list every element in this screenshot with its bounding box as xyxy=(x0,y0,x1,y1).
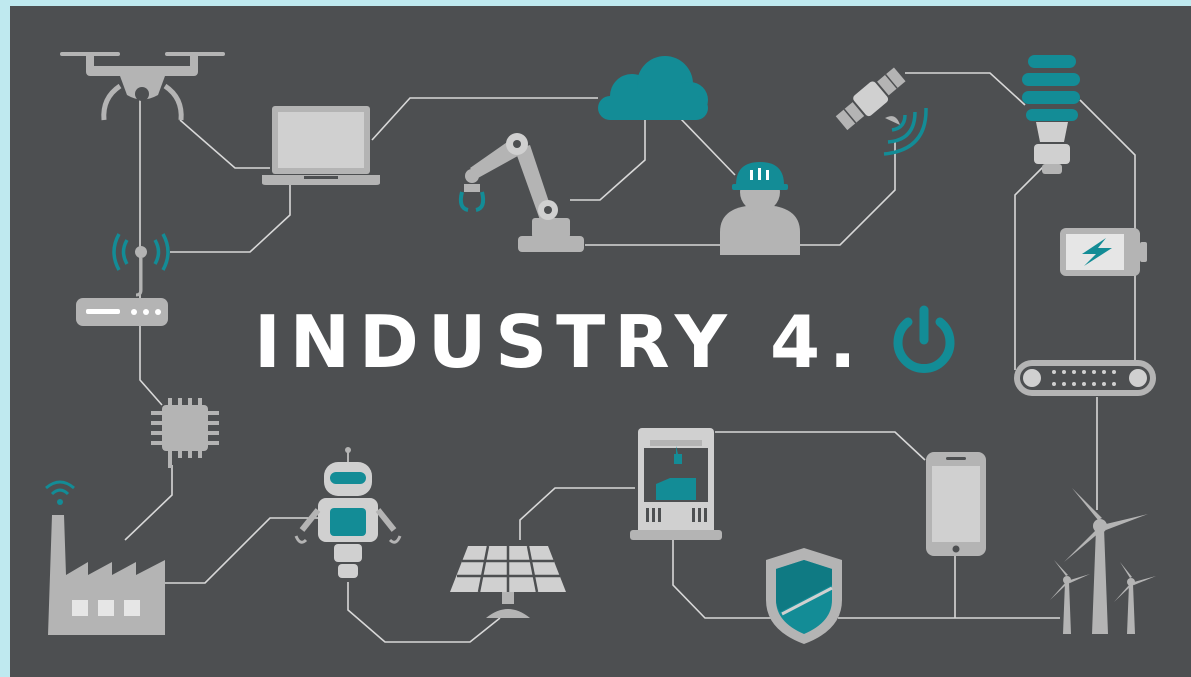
solar-panel-icon xyxy=(450,545,566,618)
power-icon xyxy=(893,305,955,373)
3d-printer-icon xyxy=(630,428,722,540)
infographic-canvas: INDUSTRY 4. xyxy=(10,6,1191,677)
drone-icon xyxy=(60,52,225,121)
smartphone-icon xyxy=(926,452,986,556)
page-title: INDUSTRY 4. xyxy=(254,300,866,384)
factory-icon xyxy=(45,480,165,635)
shield-icon xyxy=(766,548,842,644)
router-icon xyxy=(76,298,168,326)
wifi-antenna-icon xyxy=(112,233,170,297)
cloud-icon xyxy=(598,56,708,120)
satellite-icon xyxy=(835,67,928,156)
robot-icon xyxy=(294,447,402,578)
conveyor-belt-icon xyxy=(1014,360,1156,396)
worker-icon xyxy=(720,162,800,255)
light-bulb-icon xyxy=(1022,55,1080,174)
wind-turbine-icon xyxy=(1050,488,1156,634)
battery-icon xyxy=(1060,228,1147,276)
connection-lines xyxy=(124,72,1136,643)
robot-arm-icon xyxy=(458,133,584,252)
chip-icon xyxy=(151,398,219,468)
laptop-icon xyxy=(262,106,380,185)
